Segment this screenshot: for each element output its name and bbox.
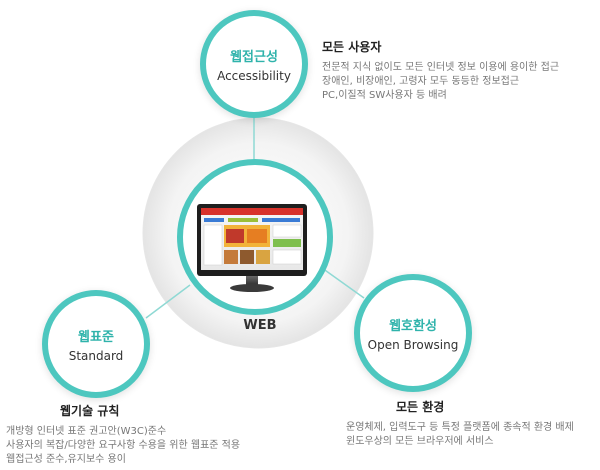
node-open-browsing-title-ko: 웹호환성 [389,318,437,334]
accessibility-heading: 모든 사용자 [322,40,382,54]
open-browsing-line: 운영체제, 입력도구 등 특정 플랫폼에 종속적 환경 배제 [346,422,574,433]
accessibility-line: 장애인, 비장애인, 고령자 모두 동등한 정보접근 [322,76,520,87]
accessibility-line: PC,이질적 SW사용자 등 배려 [322,90,447,101]
open-browsing-description: 모든 환경 운영체제, 입력도구 등 특정 플랫폼에 종속적 환경 배제 윈도우… [346,398,574,449]
connector-standard [145,284,191,319]
node-standard-title-ko: 웹표준 [78,329,114,345]
node-accessibility-title-ko: 웹접근성 [230,49,278,65]
open-browsing-line: 윈도우상의 모든 브라우저에 서비스 [346,436,494,447]
center-web-label: WEB [243,318,277,333]
node-standard: 웹표준 Standard [42,290,150,398]
accessibility-line: 전문적 지식 없이도 모든 인터넷 정보 이용에 용이한 접근 [322,62,560,73]
standard-line: 사용자의 복잡/다양한 요구사항 수용을 위한 웹표준 적용 [6,440,241,451]
node-open-browsing-title-en: Open Browsing [367,337,459,352]
standard-heading: 웹기술 규칙 [60,404,120,418]
accessibility-description: 모든 사용자 전문적 지식 없이도 모든 인터넷 정보 이용에 용이한 접근 장… [322,38,559,103]
node-accessibility: 웹접근성 Accessibility [200,10,308,118]
node-open-browsing: 웹호환성 Open Browsing [354,274,472,392]
standard-line: 웹접근성 준수,유지보수 용이 [6,454,126,465]
connector-open-browsing [321,267,365,299]
node-standard-title-en: Standard [68,348,124,363]
connector-lines [145,118,365,319]
open-browsing-heading: 모든 환경 [396,400,445,414]
standard-line: 개방형 인터넷 표준 권고안(W3C)준수 [6,426,167,437]
node-accessibility-title-en: Accessibility [217,68,291,83]
standard-description: 웹기술 규칙 개방형 인터넷 표준 권고안(W3C)준수 사용자의 복잡/다양한… [6,402,240,467]
monitor-icon [197,204,307,292]
